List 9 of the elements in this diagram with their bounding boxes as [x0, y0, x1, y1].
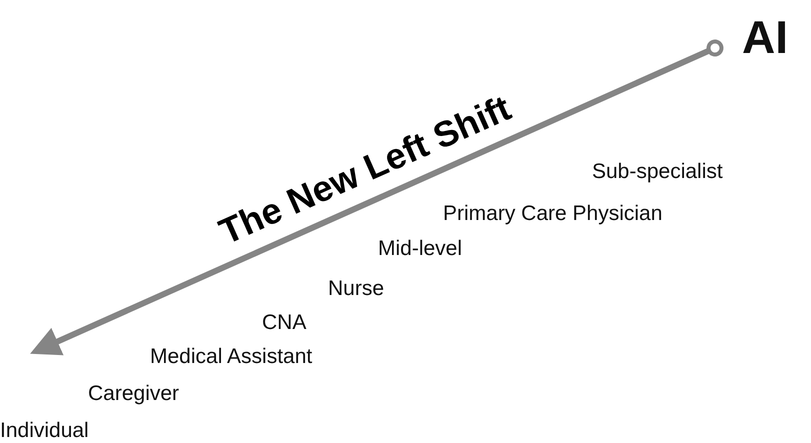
role-label: Medical Assistant	[150, 346, 312, 367]
heading-label: AI	[742, 14, 788, 60]
role-label: Caregiver	[88, 383, 180, 404]
role-label: Mid-level	[378, 238, 462, 259]
role-label: Individual	[0, 420, 89, 441]
role-label: Nurse	[328, 278, 384, 299]
role-label: CNA	[262, 312, 306, 333]
role-label: Primary Care Physician	[443, 203, 662, 224]
role-label: Sub-specialist	[592, 161, 723, 182]
